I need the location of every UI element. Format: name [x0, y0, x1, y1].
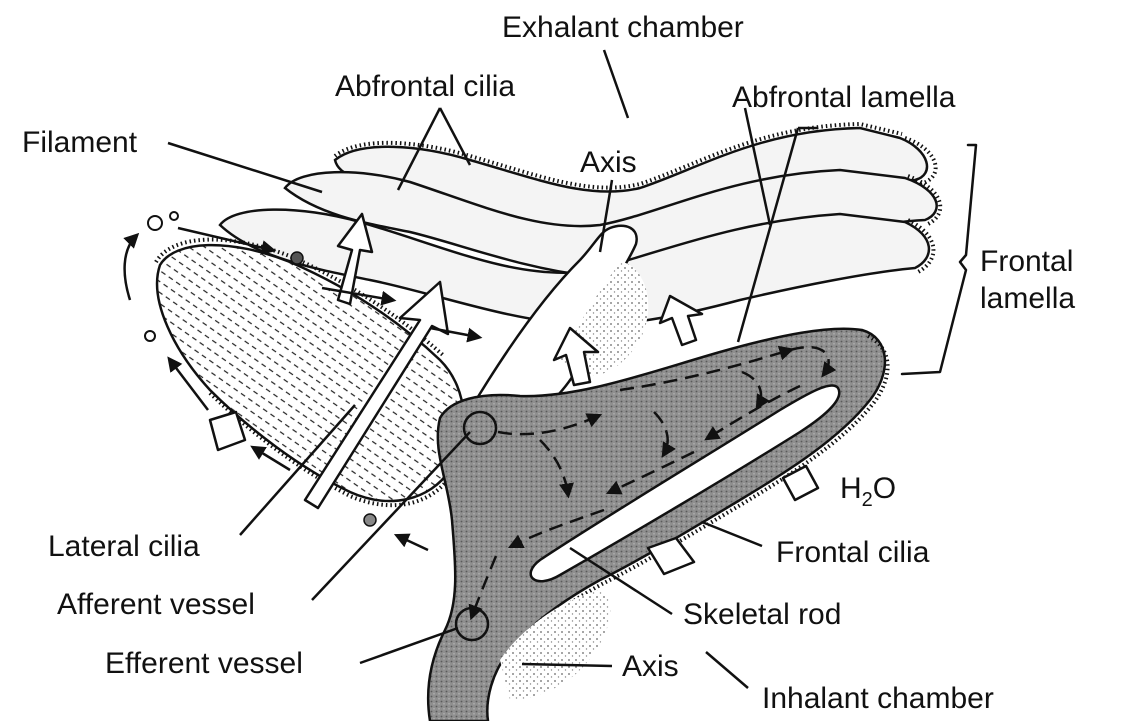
label-axis-bottom: Axis — [622, 650, 679, 683]
label-efferent-vessel: Efferent vessel — [105, 647, 303, 680]
label-afferent-vessel: Afferent vessel — [57, 588, 255, 621]
label-frontal-cilia: Frontal cilia — [776, 536, 930, 569]
label-frontal-lamella-2: lamella — [980, 282, 1075, 315]
label-filament: Filament — [22, 126, 138, 159]
label-exhalant-chamber: Exhalant chamber — [502, 11, 744, 44]
label-inhalant-chamber: Inhalant chamber — [762, 682, 994, 715]
label-skeletal-rod: Skeletal rod — [683, 598, 841, 631]
label-abfrontal-cilia: Abfrontal cilia — [335, 70, 515, 103]
label-axis-top: Axis — [580, 146, 637, 179]
label-lateral-cilia: Lateral cilia — [48, 530, 200, 563]
label-abfrontal-lamella: Abfrontal lamella — [732, 81, 956, 114]
label-h2o: H2O — [840, 472, 896, 511]
label-frontal-lamella-1: Frontal — [980, 245, 1073, 278]
